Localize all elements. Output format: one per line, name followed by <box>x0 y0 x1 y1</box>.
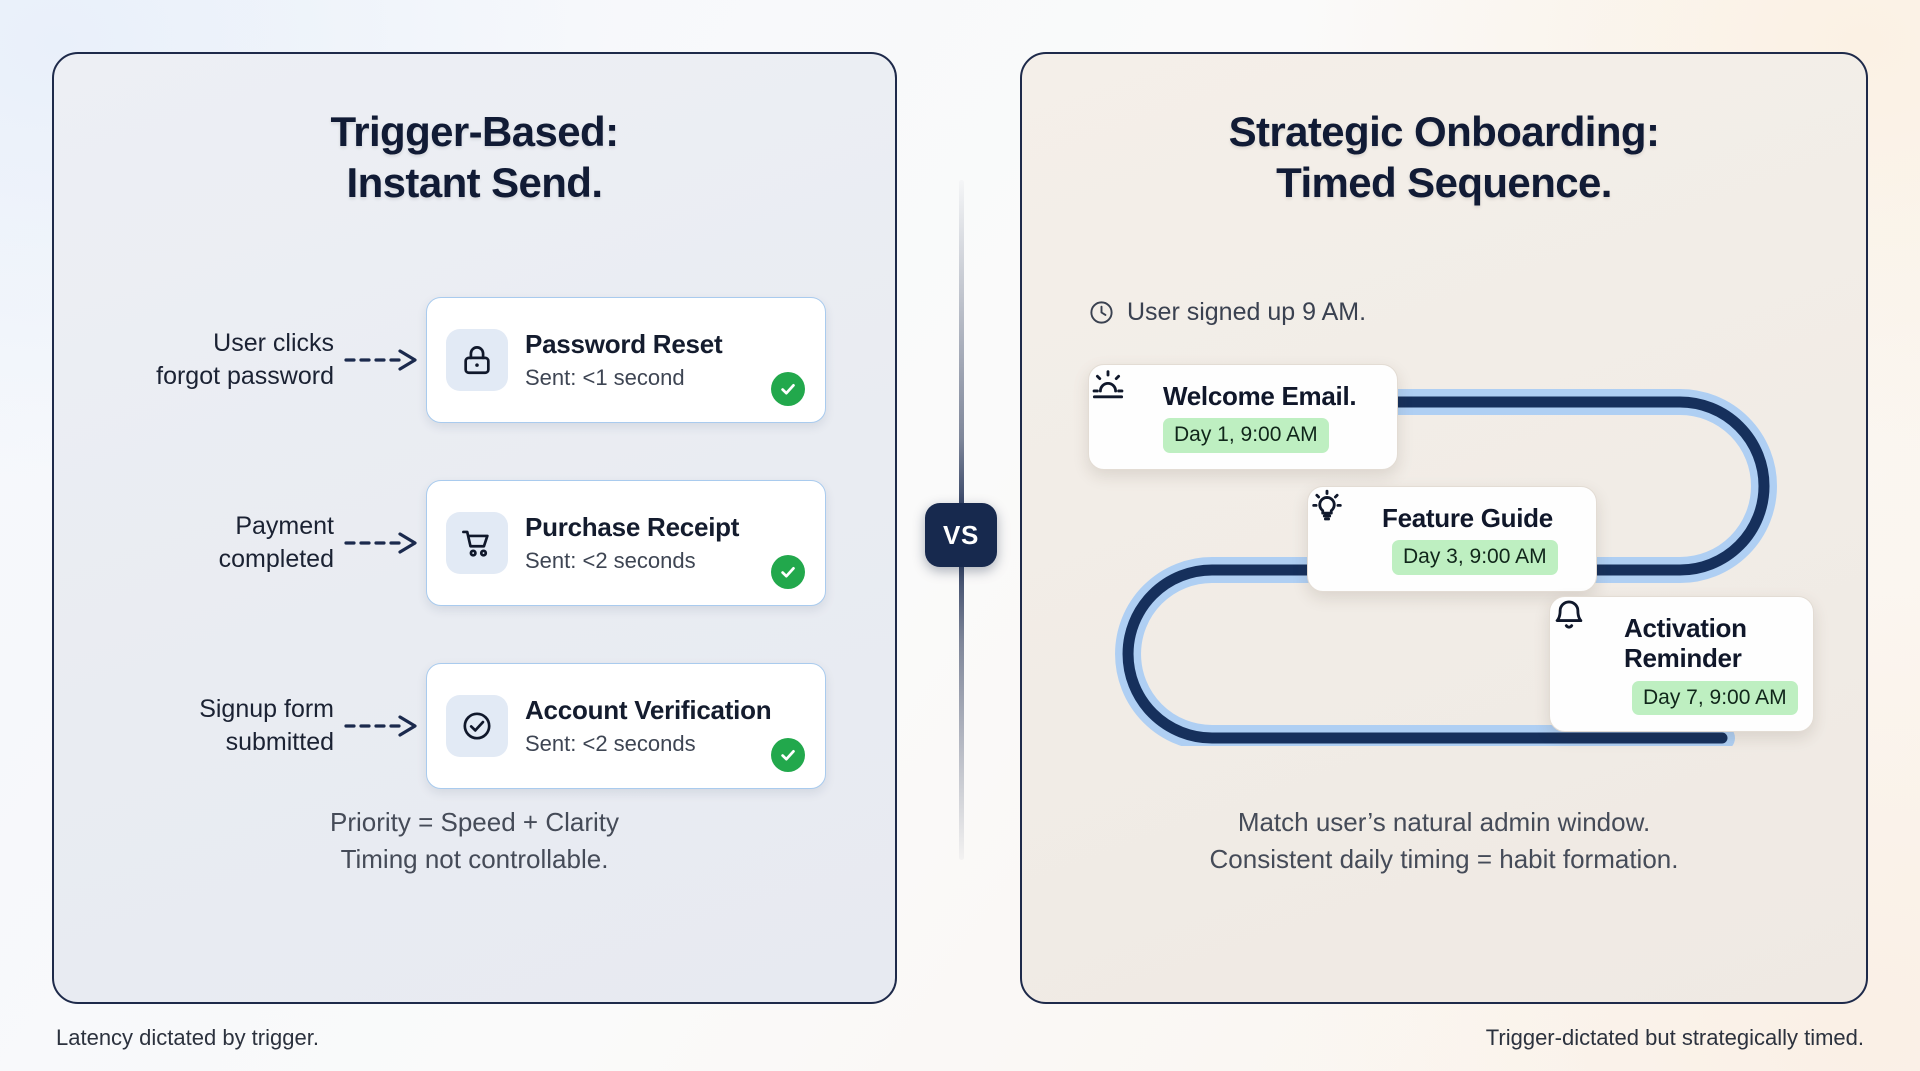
sequence-time-chip: Day 3, 9:00 AM <box>1392 540 1558 575</box>
check-circle-icon <box>446 695 508 757</box>
right-panel-title: Strategic Onboarding: Timed Sequence. <box>1022 106 1866 208</box>
right-title-line-1: Strategic Onboarding: <box>1228 108 1660 155</box>
trigger-row: Payment completed <box>54 469 895 617</box>
left-panel: Trigger-Based: Instant Send. User clicks… <box>52 52 897 1004</box>
right-footer-caption: Trigger-dictated but strategically timed… <box>1485 1025 1864 1050</box>
sequence-card-text: Activation Reminder Day 7, 9:00 AM <box>1624 613 1798 715</box>
event-title: Account Verification <box>525 694 772 725</box>
event-card[interactable]: Password Reset Sent: <1 second <box>426 297 826 423</box>
sequence-title: Activation Reminder <box>1624 613 1798 674</box>
sequence-title-line-1: Activation <box>1624 613 1747 643</box>
trigger-row: User clicks forgot password <box>54 286 895 434</box>
event-card-text: Purchase Receipt Sent: <2 seconds <box>525 512 765 575</box>
event-subtitle: Sent: <2 seconds <box>525 547 696 573</box>
event-card-text: Password Reset Sent: <1 second <box>525 329 765 392</box>
trigger-label-line-1: Signup form <box>199 695 334 723</box>
dashed-arrow-icon <box>344 531 426 555</box>
left-panel-title: Trigger-Based: Instant Send. <box>54 106 895 208</box>
trigger-label: Signup form submitted <box>54 693 344 759</box>
clock-icon <box>1088 299 1115 326</box>
sequence-card[interactable]: Welcome Email. Day 1, 9:00 AM <box>1088 364 1398 470</box>
sequence-card[interactable]: Activation Reminder Day 7, 9:00 AM <box>1549 596 1814 732</box>
trigger-label-line-1: User clicks <box>213 329 334 357</box>
signup-note-text: User signed up 9 AM. <box>1127 298 1367 326</box>
trigger-label: Payment completed <box>54 510 344 576</box>
left-footer-caption: Latency dictated by trigger. <box>56 1025 319 1050</box>
left-summary-line-1: Priority = Speed + Clarity <box>329 807 619 838</box>
status-check-icon <box>771 738 805 772</box>
vs-badge: VS <box>925 503 997 567</box>
left-title-line-1: Trigger-Based: <box>330 108 620 155</box>
right-summary-line-2: Consistent daily timing = habit formatio… <box>1209 844 1679 875</box>
sequence-card-text: Welcome Email. Day 1, 9:00 AM <box>1163 381 1357 453</box>
bell-icon <box>1555 600 1610 686</box>
sequence-title-line-2: Reminder <box>1624 643 1742 674</box>
signup-note: User signed up 9 AM. <box>1088 298 1366 327</box>
sequence-time-chip: Day 7, 9:00 AM <box>1632 680 1798 715</box>
event-subtitle: Sent: <2 seconds <box>525 730 696 756</box>
sequence-title: Feature Guide <box>1382 503 1553 533</box>
left-title-line-2: Instant Send. <box>346 159 603 207</box>
right-title-line-2: Timed Sequence. <box>1276 159 1612 207</box>
trigger-label-line-2: completed <box>218 545 334 573</box>
shopping-cart-icon <box>446 512 508 574</box>
event-title: Purchase Receipt <box>525 511 740 542</box>
lightbulb-icon <box>1312 489 1368 561</box>
status-check-icon <box>771 555 805 589</box>
sequence-title: Welcome Email. <box>1163 381 1357 411</box>
timed-sequence-flow: Welcome Email. Day 1, 9:00 AM Feature Gu… <box>1022 326 1870 746</box>
trigger-label-line-2: submitted <box>225 728 334 756</box>
trigger-label-line-2: forgot password <box>156 362 334 390</box>
trigger-label-line-1: Payment <box>235 512 334 540</box>
status-check-icon <box>771 372 805 406</box>
dashed-arrow-icon <box>344 348 426 372</box>
right-summary-line-1: Match user’s natural admin window. <box>1237 807 1651 838</box>
event-card-text: Account Verification Sent: <2 seconds <box>525 694 772 758</box>
left-panel-summary: Priority = Speed + Clarity Timing not co… <box>54 804 895 878</box>
event-card[interactable]: Account Verification Sent: <2 seconds <box>426 663 826 789</box>
sequence-card[interactable]: Feature Guide Day 3, 9:00 AM <box>1307 486 1597 592</box>
sequence-time-chip: Day 1, 9:00 AM <box>1163 418 1329 453</box>
left-summary-line-2: Timing not controllable. <box>340 844 609 875</box>
right-panel: Strategic Onboarding: Timed Sequence. Us… <box>1020 52 1868 1004</box>
event-title: Password Reset <box>525 328 723 359</box>
dashed-arrow-icon <box>344 714 426 738</box>
sunrise-icon <box>1092 370 1149 439</box>
event-card[interactable]: Purchase Receipt Sent: <2 seconds <box>426 480 826 606</box>
trigger-label: User clicks forgot password <box>54 327 344 393</box>
trigger-row: Signup form submitted <box>54 652 895 800</box>
lock-icon <box>446 329 508 391</box>
right-panel-summary: Match user’s natural admin window. Consi… <box>1022 804 1866 878</box>
event-subtitle: Sent: <1 second <box>525 364 685 390</box>
trigger-rows: User clicks forgot password <box>54 286 895 835</box>
sequence-card-text: Feature Guide Day 3, 9:00 AM <box>1382 503 1558 575</box>
